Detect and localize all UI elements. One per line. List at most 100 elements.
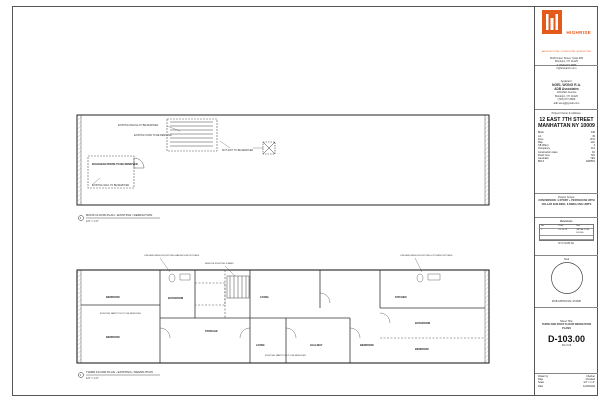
project-info-row: CB (Plan)3: [535, 144, 598, 147]
seal-heading: Seal: [563, 258, 570, 261]
meta-row: Date 12/23/2024: [535, 385, 598, 388]
roof-label-stair: EXISTING STAIR TO BE REMOVED: [134, 134, 172, 137]
room-living-1: LIVING: [260, 295, 269, 299]
info-value: 1006551: [585, 160, 595, 164]
brand-address-4: highrisearch.com: [556, 67, 577, 71]
meta-key: Date: [538, 378, 544, 382]
rev-row-rev: INITIAL DOB FILING: [576, 229, 590, 235]
drawing-area: EXISTING RAILING TO BE REMOVED EXISTING …: [20, 8, 525, 388]
roof-bulkhead: [87, 155, 145, 189]
note-partition-2: EXISTING PARTITION TO BE REMOVED: [265, 354, 306, 357]
room-bedroom-4: BEDROOM: [415, 347, 429, 351]
info-value: N/A: [591, 153, 595, 157]
rev-row-no: 1: [541, 229, 543, 232]
info-key: Zone: [538, 137, 544, 141]
highrise-logo-icon: [541, 10, 562, 34]
meta-value: 12/23/2024: [583, 384, 595, 388]
room-hallway: HALLWAY: [310, 343, 323, 347]
info-value: 3: [593, 144, 595, 148]
room-bedroom-1: BEDROOM: [106, 295, 120, 299]
revisions-header-row: No. Date Rev: [540, 225, 593, 230]
third-bath-fixtures: [168, 273, 441, 283]
info-key: Flood zone: [538, 153, 550, 157]
roof-outline: [76, 114, 490, 206]
brand-address-1: 1108 Union Street, Suite 905: [549, 57, 584, 60]
project-info-row: BIN # 1006551: [535, 160, 598, 163]
info-key: Occupancy: [538, 147, 550, 151]
third-doors: [159, 292, 391, 339]
applicant-address-3: (718) 677-0866: [557, 98, 576, 102]
sheet-number: D-103.00: [547, 334, 586, 345]
meta-value: Checked: [585, 378, 595, 382]
floor-plans-svg: EXISTING RAILING TO BE REMOVED EXISTING …: [76, 114, 490, 380]
seal-section: Seal DOB APPROVAL STAMP: [535, 256, 598, 308]
room-bedroom-3: BEDROOM: [360, 343, 374, 347]
meta-value: 1/4" = 1'-0": [583, 381, 595, 385]
third-stair: [226, 275, 250, 299]
info-key: BIN #: [538, 160, 544, 164]
roof-plan-number: 2: [80, 217, 82, 220]
roof-label-bulkhead: BULKHEAD ROOM TO BE REMOVED: [92, 162, 138, 166]
third-floor-plan: BEDROOM BEDROOM BATHROOM STORAGE LIVING …: [76, 254, 490, 364]
note-bath-fixtures: LIKE AND REMOVE EXISTING BATHROOM FIXTUR…: [144, 254, 200, 257]
nyc-dob-label: NYC DOB No.: [558, 242, 575, 246]
sheet-section: Sheet Title: THIRD AND ROOF FLOOR DEMOLI…: [535, 308, 598, 374]
room-living-2: LIVING: [256, 343, 265, 347]
applicant-heading: Applicant:: [560, 80, 573, 83]
applicant-section: Applicant: NOEL WONG R.A. ADB Associates…: [535, 66, 598, 110]
roof-label-stair-rail: EXISTING RAILING TO BE REMOVED: [118, 124, 159, 127]
meta-key: Drawn by: [538, 375, 549, 378]
roof-label-bulkhead-wall: EXISTING WALL TO BE REMOVED: [92, 184, 129, 187]
project-scope: CONVERSION: 4-STORY + PENTHOUSE WITH CEL…: [538, 199, 595, 206]
rev-row-date: 02.10.25: [558, 229, 568, 232]
info-value: R7A: [590, 137, 595, 141]
meta-key: Date: [538, 384, 544, 388]
applicant-address-2: Brooklyn, NY 11220: [555, 94, 578, 98]
seal-circle: [550, 262, 583, 295]
sheet-title-heading: Sheet Title:: [560, 320, 573, 323]
info-value: 430: [591, 131, 595, 135]
third-walls: [81, 270, 485, 363]
brand-name: HIGHRISE: [566, 30, 592, 35]
roof-plan-title-text: ROOF FLOOR PLAN - EXISTING / DEMOLITION: [86, 213, 152, 217]
project-section: Project Owner & Address: 12 EAST 7TH STR…: [535, 110, 598, 194]
revisions-row: 1 02.10.25 INITIAL DOB FILING: [540, 229, 593, 237]
brand-section: HIGHRISE ARCHITECTURE | CONSULTING | EXP…: [535, 6, 598, 70]
third-demo-partitions: [194, 270, 485, 339]
info-key: Map: [538, 141, 543, 145]
brand-address-3: T (718) 677-0866: [556, 63, 577, 67]
project-address: 12 EAST 7TH STREET MANHATTAN NY 10009: [538, 117, 595, 130]
title-block: HIGHRISE ARCHITECTURE | CONSULTING | EXP…: [534, 6, 598, 396]
room-bathroom-1: BATHROOM: [168, 296, 183, 300]
note-kitchen-fixtures: LIKE AND REMOVE EXISTING KITCHEN FIXTURE…: [400, 254, 453, 257]
roof-stair: [166, 118, 218, 152]
sheet-title: THIRD AND ROOF FLOOR DEMOLITION PLANS: [541, 323, 592, 330]
applicant-firm: ADB Associates: [554, 87, 579, 92]
project-info-row: Flood zone N/A: [535, 154, 598, 157]
third-plan-scale: 1/4" = 1'-0": [86, 376, 99, 380]
roof-skylight: [262, 141, 276, 155]
drawing-sheet: [12, 6, 598, 396]
brand-tagline: ARCHITECTURE | CONSULTING | EXPEDITORS: [542, 51, 591, 53]
room-bathroom-2: BATHROOM: [415, 321, 430, 325]
third-plan-title: 1 THIRD FLOOR PLAN - EXISTING / DEMOLITI…: [78, 370, 160, 380]
info-key: Construction class: [538, 150, 558, 154]
room-bedroom-2: BEDROOM: [106, 335, 120, 339]
info-value: 36: [592, 134, 595, 138]
dob-approval-stamp: DOB APPROVAL STAMP: [551, 300, 582, 304]
room-storage: STORAGE: [205, 329, 218, 333]
applicant-name: NOEL WONG R.A.: [552, 83, 581, 88]
roof-plan-scale: 1/4" = 1'-0": [86, 219, 99, 223]
rev-col-no: No.: [541, 225, 545, 228]
third-plan-title-text: THIRD FLOOR PLAN - EXISTING / DEMOLITION: [86, 370, 153, 374]
info-value: 12C: [590, 141, 595, 145]
rev-col-rev: Rev: [576, 225, 581, 228]
brand-address-2: Brooklyn, NY 11225: [555, 60, 578, 64]
